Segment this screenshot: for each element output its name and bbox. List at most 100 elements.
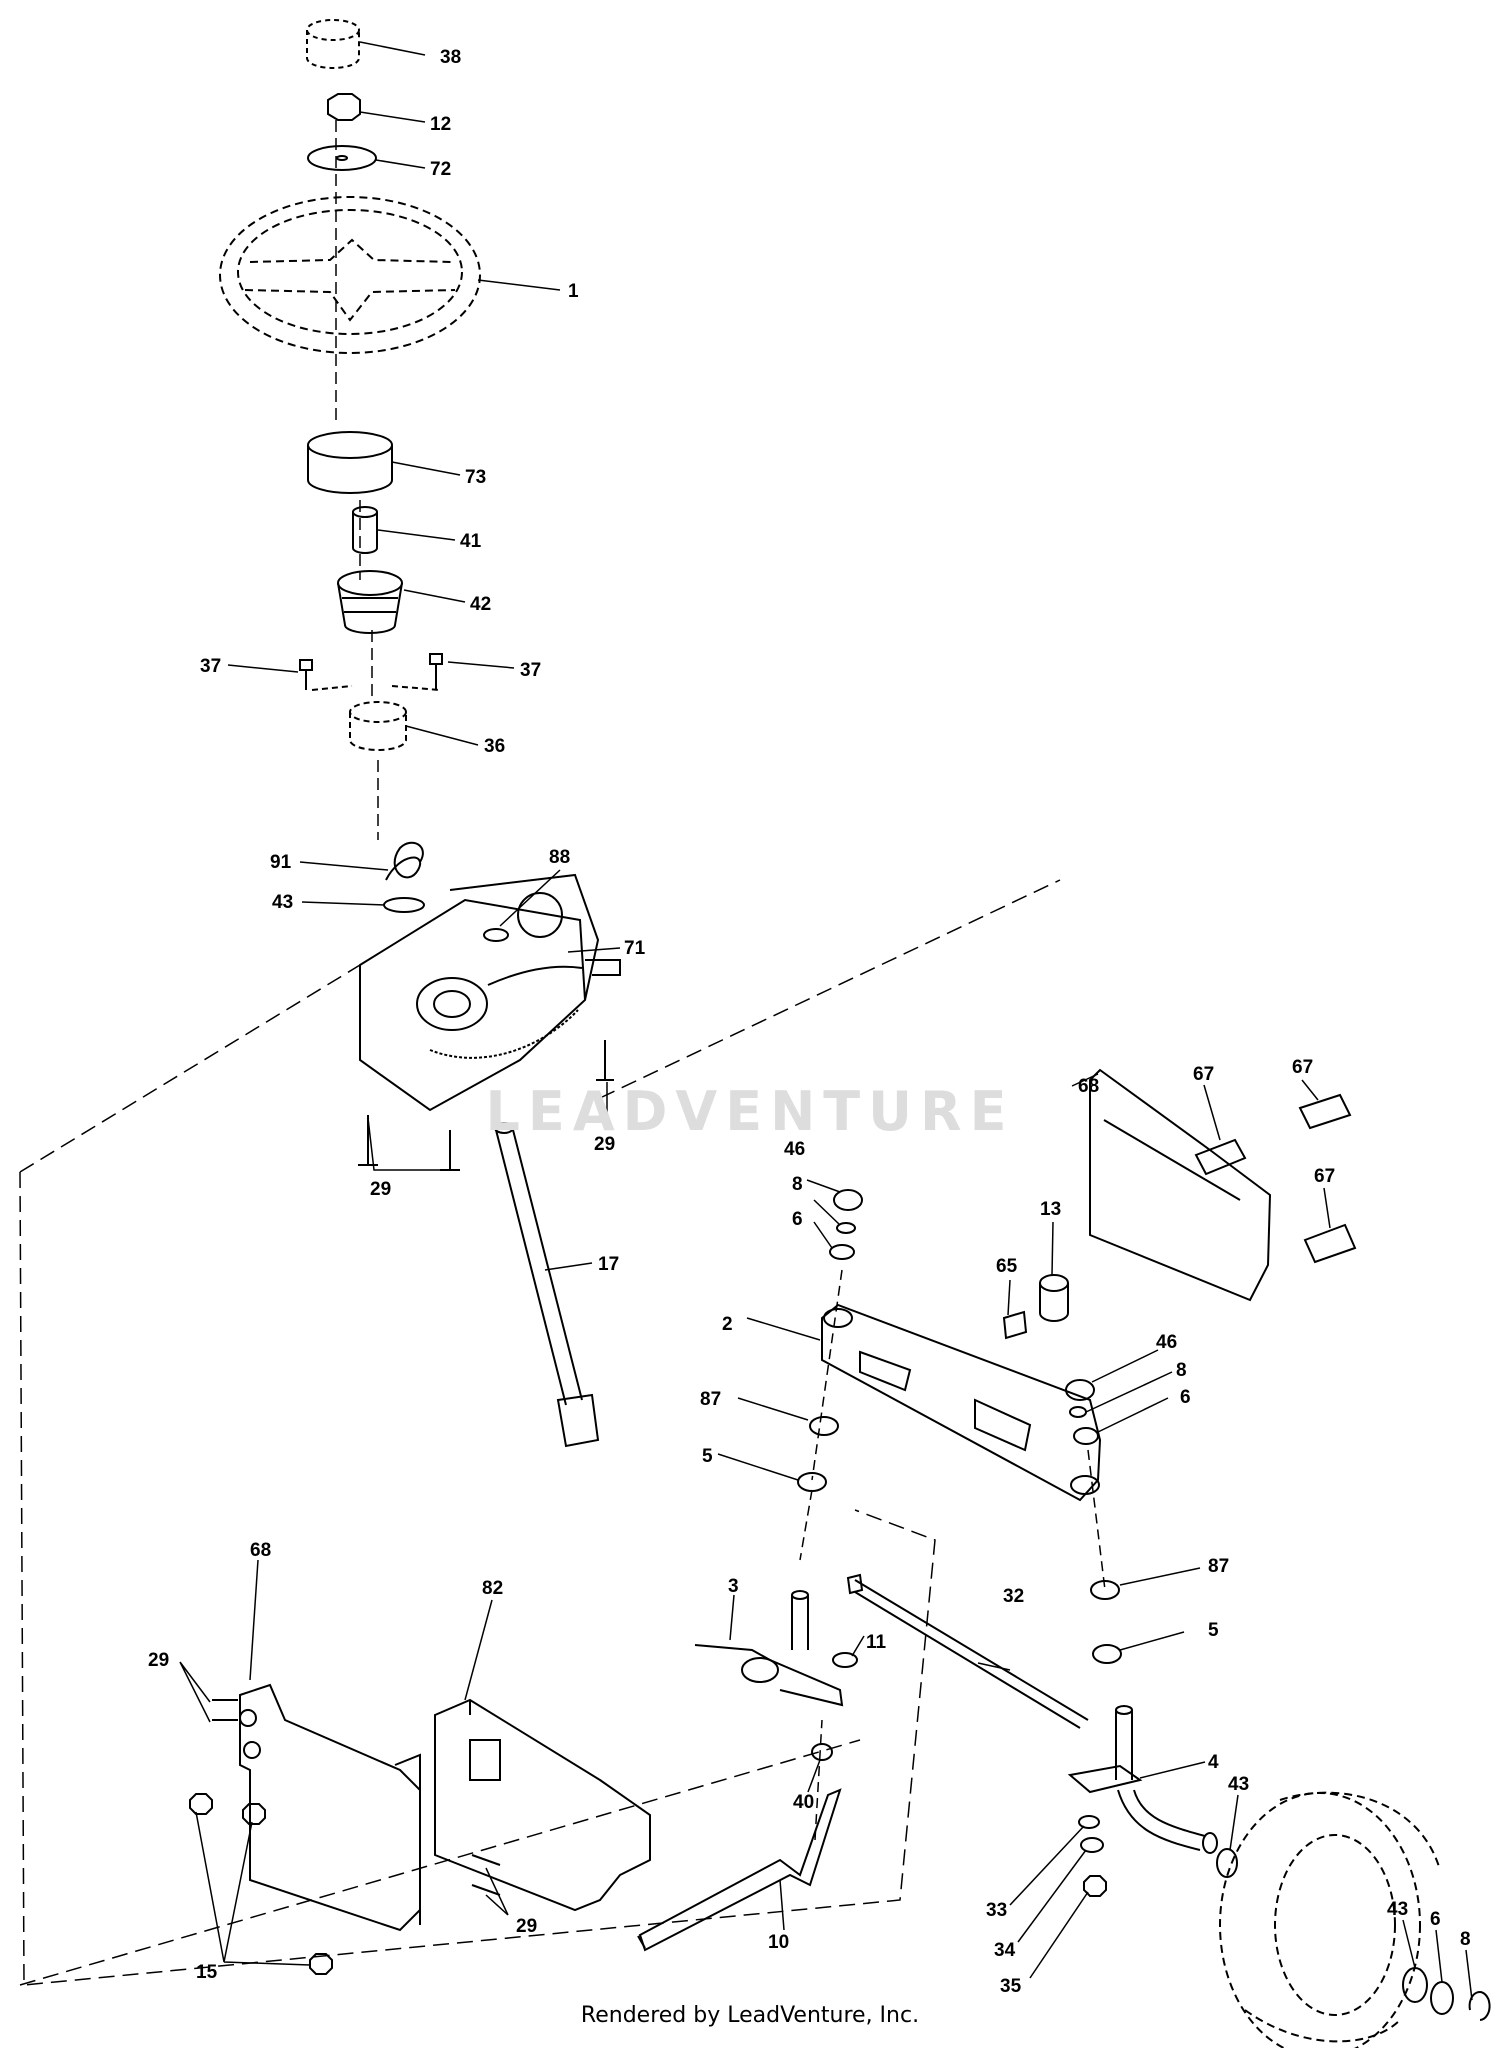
part-nut-40	[811, 1743, 833, 1761]
part-screw-left	[299, 659, 313, 690]
part-washer-43b	[1402, 1967, 1428, 2003]
callout-88: 88	[549, 847, 570, 868]
callout-4: 4	[1208, 1752, 1219, 1773]
callout-6: 6	[1180, 1387, 1191, 1408]
part-spindle-left	[694, 1590, 844, 1707]
part-washer	[383, 897, 425, 913]
part-nut	[327, 93, 361, 121]
part-front-wheel	[1219, 1791, 1441, 2048]
callout-8: 8	[792, 1174, 803, 1195]
part-washer-6	[1073, 1427, 1099, 1445]
callout-13: 13	[1040, 1199, 1061, 1220]
callout-67: 67	[1292, 1057, 1313, 1078]
part-screw-right	[429, 653, 443, 690]
callout-37: 37	[200, 656, 221, 677]
part-spacer-87	[1090, 1580, 1120, 1600]
part-washer-34	[1080, 1837, 1104, 1853]
callout-33: 33	[986, 1900, 1007, 1921]
part-mount-bracket	[434, 1698, 651, 1912]
callout-41: 41	[460, 531, 482, 552]
callout-82: 82	[482, 1578, 503, 1599]
callout-1: 1	[568, 281, 579, 302]
callout-3: 3	[728, 1576, 739, 1597]
callout-35: 35	[1000, 1976, 1022, 1997]
callout-12: 12	[430, 114, 451, 135]
part-drag-link	[637, 1788, 842, 1952]
callout-5: 5	[1208, 1620, 1219, 1641]
callout-29: 29	[594, 1134, 615, 1155]
part-washer-11	[832, 1652, 858, 1668]
part-steering-gear-assembly	[359, 873, 621, 1112]
callout-46: 46	[1156, 1332, 1177, 1353]
part-bearing	[352, 506, 378, 554]
callout-37: 37	[520, 660, 541, 681]
part-cap-46	[833, 1189, 863, 1211]
callout-73: 73	[465, 467, 486, 488]
part-hairpin-clip	[385, 841, 424, 881]
part-spacer	[1039, 1274, 1069, 1322]
callout-15: 15	[196, 1962, 218, 1983]
part-dash-bracket	[311, 685, 441, 751]
part-nuts-15	[189, 1793, 333, 1975]
callout-42: 42	[470, 594, 491, 615]
part-bolts-67	[1194, 1093, 1357, 1264]
callout-29: 29	[370, 1179, 391, 1200]
part-clip-8	[1069, 1406, 1087, 1418]
callout-11: 11	[866, 1632, 887, 1653]
callout-10: 10	[768, 1932, 789, 1953]
part-tie-rod	[846, 1573, 1089, 1729]
callout-2: 2	[722, 1314, 733, 1335]
part-clip-8	[836, 1222, 856, 1234]
part-bolts-lower	[212, 1699, 501, 1896]
callout-68: 68	[1078, 1076, 1099, 1097]
part-spindle-right	[1067, 1705, 1218, 1854]
part-front-axle	[821, 1303, 1102, 1502]
watermark: LEADVENTURE	[485, 1080, 1015, 1143]
callout-87: 87	[1208, 1556, 1229, 1577]
part-washer-5	[797, 1472, 827, 1492]
callout-8: 8	[1176, 1360, 1187, 1381]
callout-17: 17	[598, 1254, 619, 1275]
callout-87: 87	[700, 1389, 721, 1410]
callout-8: 8	[1460, 1929, 1471, 1950]
part-bushing	[307, 431, 393, 494]
callout-43: 43	[272, 892, 293, 913]
part-axle-bracket-lower	[239, 1683, 421, 1932]
callout-72: 72	[430, 159, 451, 180]
part-clip-8b	[1468, 1991, 1491, 2021]
footer-credit: Rendered by LeadVenture, Inc.	[580, 2003, 920, 2028]
callout-67: 67	[1193, 1064, 1214, 1085]
callout-43: 43	[1387, 1899, 1408, 1920]
part-steering-shaft	[494, 1122, 600, 1448]
part-washer-5	[1092, 1644, 1122, 1664]
callout-29: 29	[148, 1650, 169, 1671]
part-steering-wheel	[219, 196, 481, 354]
part-washer	[307, 145, 377, 171]
callout-71: 71	[624, 938, 646, 959]
callout-32: 32	[1003, 1586, 1024, 1607]
part-washer-43	[1216, 1848, 1238, 1878]
callout-91: 91	[270, 852, 292, 873]
callout-38: 38	[440, 47, 461, 68]
callout-6: 6	[792, 1209, 803, 1230]
part-cap-46	[1065, 1379, 1095, 1401]
part-spacer-87	[809, 1416, 839, 1436]
part-cap	[306, 19, 360, 69]
callout-34: 34	[994, 1940, 1016, 1961]
callout-67: 67	[1314, 1166, 1335, 1187]
callout-36: 36	[484, 736, 505, 757]
part-washer-6	[829, 1244, 855, 1260]
callout-40: 40	[793, 1792, 814, 1813]
part-axle-bracket-upper	[1089, 1068, 1272, 1302]
callout-65: 65	[996, 1256, 1018, 1277]
callout-46: 46	[784, 1139, 805, 1160]
callout-68: 68	[250, 1540, 271, 1561]
part-pin	[1002, 1310, 1028, 1340]
part-nut-35	[1083, 1875, 1107, 1897]
callout-5: 5	[702, 1446, 713, 1467]
callout-43: 43	[1228, 1774, 1249, 1795]
callout-6: 6	[1430, 1909, 1441, 1930]
part-boot	[337, 570, 403, 634]
part-washer-33	[1078, 1815, 1100, 1829]
